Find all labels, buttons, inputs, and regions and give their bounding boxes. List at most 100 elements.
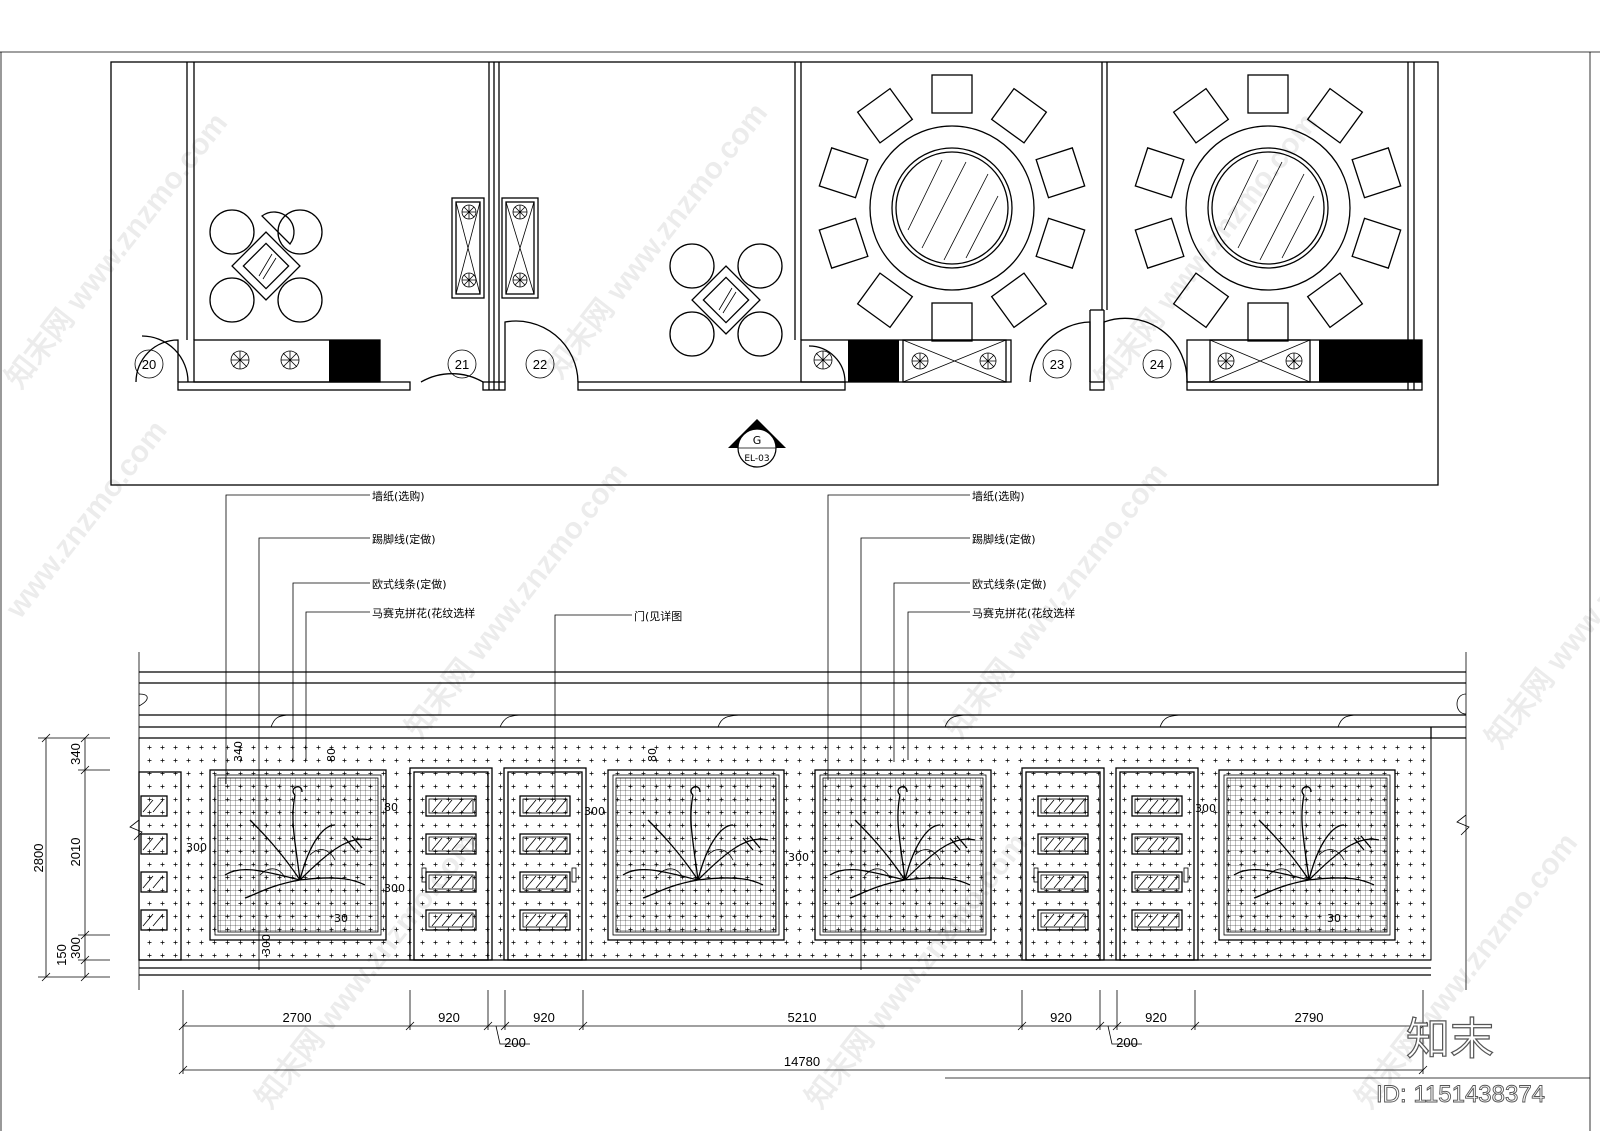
svg-text:www.znzmo.com: www.znzmo.com — [0, 414, 174, 625]
svg-text:340: 340 — [232, 741, 245, 762]
door-glass-window — [1131, 871, 1183, 893]
svg-text:知末网 www.znzmo.com: 知末网 www.znzmo.com — [400, 457, 635, 744]
callout-label: 门(见详图 — [634, 609, 682, 623]
svg-text:EL-03: EL-03 — [744, 454, 769, 464]
door — [503, 767, 587, 961]
door-glass-window — [140, 909, 168, 931]
svg-text:知末网 www.znzmo.com: 知末网 www.znzmo.com — [1480, 467, 1600, 754]
svg-text:300: 300 — [186, 841, 207, 854]
chair — [1035, 217, 1086, 269]
round-dining-tables — [818, 74, 1402, 342]
chair — [818, 217, 869, 269]
square-table-set — [209, 209, 323, 323]
brand-logo: 知末 — [1406, 1014, 1494, 1065]
door-handle — [571, 867, 577, 883]
panel-marks: 340 80 80 300 300 30 300 80 300 300 300 … — [186, 741, 1341, 955]
dim-gap: 200 — [1116, 1035, 1138, 1050]
dim-horizontal: 920 — [438, 1010, 460, 1025]
mosaic-panel — [1218, 769, 1396, 941]
door — [1021, 767, 1105, 961]
dim-horizontal: 5210 — [788, 1010, 817, 1025]
door — [1115, 767, 1199, 961]
horizontal-dimensions — [178, 990, 1428, 1075]
callout-label: 踢脚线(定做) — [372, 532, 436, 546]
door-glass-window — [519, 795, 571, 817]
svg-text:300: 300 — [260, 934, 273, 955]
chair — [1306, 272, 1364, 329]
chair — [1306, 87, 1364, 144]
svg-text:80: 80 — [646, 748, 659, 762]
dim-vertical: 300 — [68, 937, 83, 959]
door-glass-window — [1131, 795, 1183, 817]
callout-label: 马赛克拼花(花纹选样 — [972, 606, 1075, 620]
chair — [931, 302, 973, 342]
room-number: 20 — [142, 357, 156, 372]
door-glass-window — [519, 871, 571, 893]
wall-elevation — [129, 652, 1470, 990]
callout-label: 墙纸(选购) — [972, 489, 1025, 503]
svg-text:80: 80 — [384, 801, 398, 814]
square-table-set — [669, 243, 783, 357]
svg-text:知末网 www.znzmo.com: 知末网 www.znzmo.com — [1090, 107, 1325, 394]
dim-gap: 200 — [504, 1035, 526, 1050]
svg-text:30: 30 — [334, 912, 348, 925]
table-top — [869, 125, 1035, 291]
door-handle — [421, 867, 427, 883]
door-handle — [1033, 867, 1039, 883]
door-glass-window — [1131, 833, 1183, 855]
dim-horizontal: 2700 — [283, 1010, 312, 1025]
dim-vertical: 2010 — [68, 838, 83, 867]
dim-vertical: 150 — [54, 944, 69, 966]
svg-text:300: 300 — [384, 882, 405, 895]
vertical-dimensions — [38, 733, 110, 982]
dim-vertical: 340 — [68, 743, 83, 765]
mosaic-panel — [814, 769, 992, 941]
chair — [1172, 87, 1230, 144]
door-glass-window — [1131, 909, 1183, 931]
id-label: ID: 1151438374 — [1376, 1081, 1545, 1108]
room-number: 21 — [455, 357, 469, 372]
door-glass-window — [140, 833, 168, 855]
dim-horizontal: 920 — [533, 1010, 555, 1025]
callout-label: 墙纸(选购) — [372, 489, 425, 503]
chair — [1247, 302, 1289, 342]
svg-text:300: 300 — [1195, 802, 1216, 815]
door-glass-window — [425, 909, 477, 931]
callout-label: 马赛克拼花(花纹选样 — [372, 606, 475, 620]
section-marker: G EL-03 — [728, 419, 786, 468]
door — [409, 767, 493, 961]
dim-horizontal: 920 — [1050, 1010, 1072, 1025]
chair — [990, 272, 1048, 329]
dim-horizontal: 2790 — [1295, 1010, 1324, 1025]
door-glass-window — [1037, 871, 1089, 893]
mosaic-panel — [209, 769, 387, 941]
floor-plan: 20 21 22 23 24 G EL-03 — [110, 61, 1439, 486]
chair — [1351, 147, 1402, 199]
door-handle — [1183, 867, 1189, 883]
table-top — [1185, 125, 1351, 291]
mosaic-panel — [607, 769, 785, 941]
chair — [1134, 217, 1185, 269]
door-glass-window — [1037, 909, 1089, 931]
chair — [856, 272, 914, 329]
door-glass-window — [1037, 795, 1089, 817]
svg-text:知末网 www.znzmo.com: 知末网 www.znzmo.com — [0, 107, 234, 394]
watermarks: 知末网 www.znzmo.com 知末网 www.znzmo.com 知末网 … — [0, 97, 1600, 1114]
door-glass-window — [1037, 833, 1089, 855]
callout-label: 欧式线条(定做) — [972, 577, 1047, 591]
svg-text:G: G — [753, 434, 762, 447]
svg-text:300: 300 — [788, 851, 809, 864]
chair — [856, 87, 914, 144]
round-table-set — [818, 74, 1086, 342]
door-glass-window — [425, 795, 477, 817]
dim-horizontal: 920 — [1145, 1010, 1167, 1025]
door-glass-window — [140, 871, 168, 893]
chair — [990, 87, 1048, 144]
round-table-set — [1134, 74, 1402, 342]
chair — [1134, 147, 1185, 199]
dim-vertical-total: 2800 — [31, 844, 46, 873]
callout-leaders — [225, 494, 970, 970]
door-glass-window — [140, 795, 168, 817]
chair — [931, 74, 973, 114]
svg-text:30: 30 — [1327, 912, 1341, 925]
